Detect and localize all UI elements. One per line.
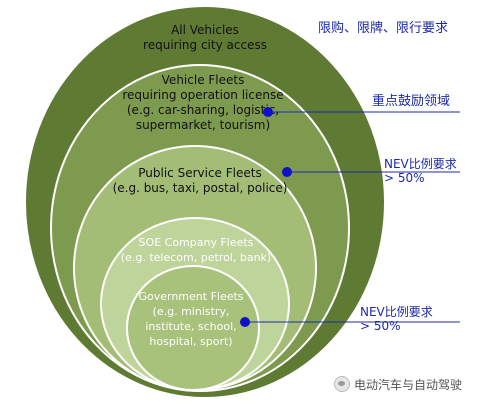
text-line: hospital, sport) [149,335,232,348]
text-line: All Vehicles [171,23,239,37]
text-line: institute, school, [145,320,236,333]
annotation-restriction-note: 限购、限牌、限行要求 [318,20,448,36]
annotation-nev-government: NEV比例要求> 50% [360,305,433,333]
label-public-service-fleets: Public Service Fleets(e.g. bus, taxi, po… [113,166,288,195]
text-line: (e.g. car-sharing, logistic, [127,103,279,117]
text-line: 限购、限牌、限行要求 [318,20,448,36]
text-line: (e.g. telecom, petrol, bank) [121,251,271,264]
watermark: 电动汽车与自动驾驶 [334,374,462,394]
wechat-logo-icon [334,376,350,392]
text-line: requiring operation license [122,88,283,102]
dot-nev-public [282,167,292,177]
text-line: Government Fleets [138,290,243,303]
text-line: 重点鼓励领域 [372,93,450,109]
text-line: Vehicle Fleets [162,73,245,87]
text-line: requiring city access [143,38,267,52]
text-line: Public Service Fleets [138,166,261,180]
annotation-key-incentive: 重点鼓励领域 [372,93,450,109]
text-line: (e.g. bus, taxi, postal, police) [113,181,288,195]
annotation-nev-public: NEV比例要求> 50% [384,157,457,185]
watermark-text: 电动汽车与自动驾驶 [354,377,463,392]
circle-government-fleets [126,265,260,391]
text-line: > 50% [360,319,401,333]
text-line: NEV比例要求 [384,157,457,171]
label-soe-company-fleets: SOE Company Fleets (e.g. telecom, petrol,… [121,236,271,264]
dot-nev-government [240,317,250,327]
text-line: supermarket, tourism) [136,118,270,132]
text-line: > 50% [384,171,425,185]
text-line: NEV比例要求 [360,305,433,319]
text-line: SOE Company Fleets [139,236,254,249]
dot-key-incentive [263,107,273,117]
label-government-fleets: Government Fleets (e.g. ministry, institut… [138,290,243,348]
text-line: (e.g. ministry, [153,305,230,318]
